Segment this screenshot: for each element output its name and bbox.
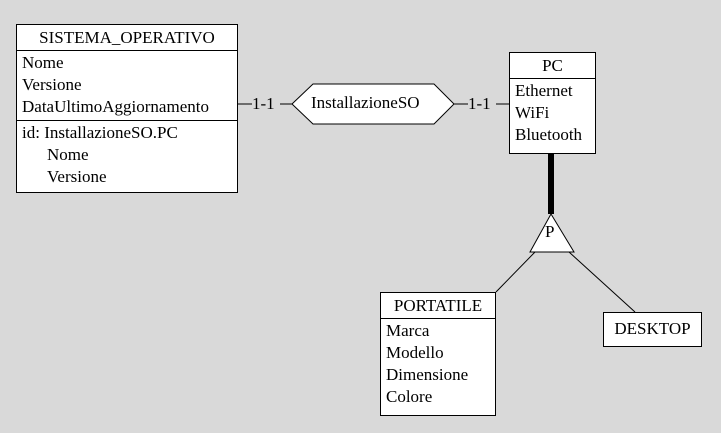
entity-title: SISTEMA_OPERATIVO <box>17 25 237 51</box>
attribute: Versione <box>22 75 82 94</box>
attribute: WiFi <box>515 103 550 122</box>
attribute: Dimensione <box>386 365 469 384</box>
identifier-label: id: InstallazioneSO.PC <box>22 123 178 142</box>
relationship-shape[interactable] <box>291 83 455 125</box>
attribute-list: Nome Versione DataUltimoAggiornamento <box>17 51 237 120</box>
entity-title: PORTATILE <box>381 293 495 319</box>
entity-title: DESKTOP <box>614 319 691 338</box>
cardinality-left: 1-1 <box>252 94 275 113</box>
entity-desktop[interactable]: DESKTOP <box>603 312 702 347</box>
attribute-list: Ethernet WiFi Bluetooth <box>510 79 595 148</box>
attribute: Bluetooth <box>515 125 583 144</box>
attribute: Marca <box>386 321 430 340</box>
attribute: Modello <box>386 343 444 362</box>
identifier-attribute: Nome <box>47 145 89 164</box>
cardinality-right: 1-1 <box>468 94 491 113</box>
entity-pc[interactable]: PC Ethernet WiFi Bluetooth <box>509 52 596 154</box>
identifier-block: id: InstallazioneSO.PC Nome Versione <box>17 120 237 190</box>
entity-title: PC <box>510 53 595 79</box>
entity-sistema-operativo[interactable]: SISTEMA_OPERATIVO Nome Versione DataUlti… <box>16 24 238 193</box>
attribute-list: Marca Modello Dimensione Colore <box>381 319 495 410</box>
entity-portatile[interactable]: PORTATILE Marca Modello Dimensione Color… <box>380 292 496 416</box>
generalization-triangle[interactable] <box>529 213 575 253</box>
relationship-label: InstallazioneSO <box>311 93 420 112</box>
attribute: Ethernet <box>515 81 573 100</box>
connector-generalization-portatile <box>495 251 536 293</box>
attribute: Nome <box>22 53 64 72</box>
attribute: Colore <box>386 387 433 406</box>
generalization-label: P <box>545 222 555 241</box>
identifier-attribute: Versione <box>47 167 107 186</box>
connector-generalization-desktop <box>568 251 636 313</box>
attribute: DataUltimoAggiornamento <box>22 97 209 116</box>
